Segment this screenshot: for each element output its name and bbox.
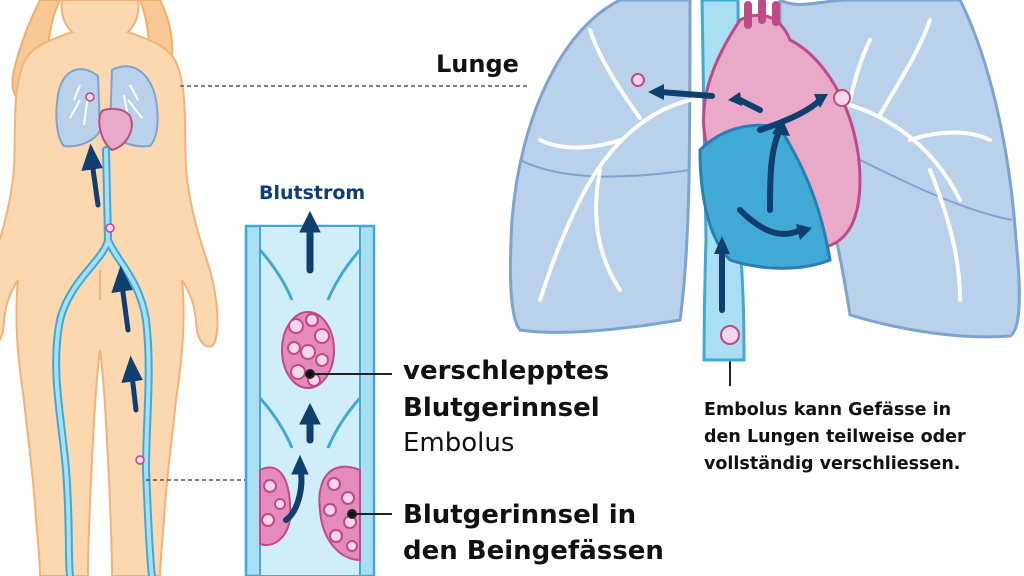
label-verschlepptes-line1: verschlepptes (403, 356, 610, 386)
clot-leg-right (318, 465, 361, 562)
body-heart (98, 107, 133, 152)
label-embolus: Embolus (403, 428, 515, 458)
lung-flow-arrows (657, 89, 823, 313)
body-silhouette (0, 0, 219, 576)
body-figure (0, 0, 219, 576)
body-lung-branches (69, 84, 143, 129)
leader-lines (146, 85, 530, 481)
clot-leg-left (259, 466, 292, 546)
lungs-heart (508, 0, 1021, 362)
label-embolus-note-line2: den Lungen teilweise oder (704, 427, 966, 447)
label-embolus-note-line1: Embolus kann Gefässe in (704, 400, 952, 420)
label-beingefaesse-line1: Blutgerinnsel in (403, 500, 637, 530)
label-blutstrom: Blutstrom (259, 182, 366, 204)
body-flow-arrows (81, 143, 143, 413)
label-lunge: Lunge (436, 50, 519, 78)
label-verschlepptes-line2: Blutgerinnsel (403, 393, 600, 423)
lung-clots (631, 73, 851, 345)
body-vein-fill (54, 148, 154, 576)
vessel-section (244, 210, 376, 576)
body-lung-left (55, 68, 102, 148)
body-clot-upper (105, 223, 115, 233)
body-lung-clot (85, 92, 95, 102)
vessel-valve-upper (258, 248, 362, 301)
label-embolus-note-line3: vollständig verschliessen. (704, 454, 961, 474)
lung-arrowheads (648, 84, 828, 254)
body-clot-leg (135, 455, 145, 465)
clot-embolus (281, 311, 335, 389)
heart-vessels-top (744, 0, 780, 29)
lung-branches (538, 18, 992, 302)
vessel-valve-lower (258, 396, 362, 449)
vessel-flow-arrows (283, 210, 321, 523)
label-beingefaesse-line2: den Beingefässen (403, 536, 664, 566)
